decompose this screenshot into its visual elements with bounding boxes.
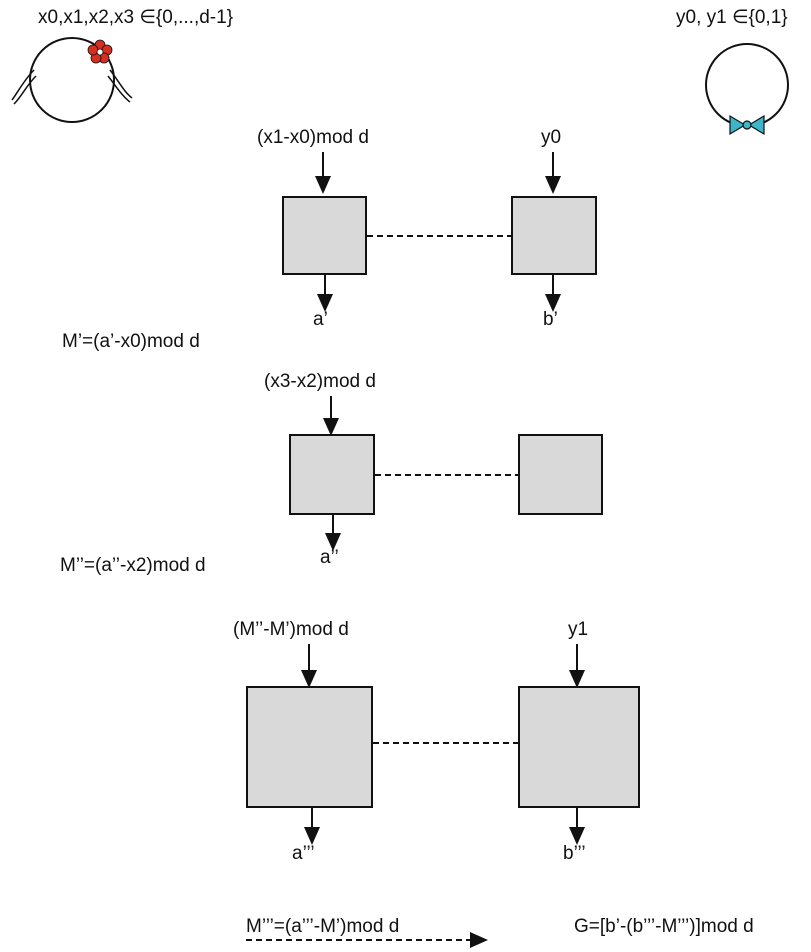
alice-box-round2 [289,434,375,515]
alice-icon [11,37,133,123]
r3-bob-input: y1 [568,619,589,640]
final-message: M’’’=(a’’’-M’)mod d [246,916,400,937]
message-m2: M’’=(a’’-x2)mod d [60,555,206,576]
r3-bob-output: b’’’ [563,843,586,864]
bob-icon [705,43,789,136]
r1-bob-output: b’ [543,309,558,330]
bob-box-round1 [511,196,597,275]
alice-box-round1 [282,196,367,275]
r1-alice-input: (x1-x0)mod d [257,127,369,148]
bob-variables: y0, y1 ∈{0,1} [676,7,788,28]
message-m1: M’=(a’-x0)mod d [62,331,200,352]
r1-alice-output: a’ [313,309,328,330]
r2-alice-input: (x3-x2)mod d [264,371,376,392]
alice-box-round3 [246,686,373,808]
bob-box-round2 [518,434,603,515]
r3-alice-input: (M’’-M’)mod d [233,619,349,640]
bob-guess: G=[b’-(b’’’-M’’’)]mod d [574,916,754,937]
alice-variables: x0,x1,x2,x3 ∈{0,...,d-1} [38,7,234,28]
r3-alice-output: a’’’ [292,843,315,864]
bob-box-round3 [518,686,640,808]
r1-bob-input: y0 [541,127,562,148]
r2-alice-output: a’’ [320,547,339,568]
